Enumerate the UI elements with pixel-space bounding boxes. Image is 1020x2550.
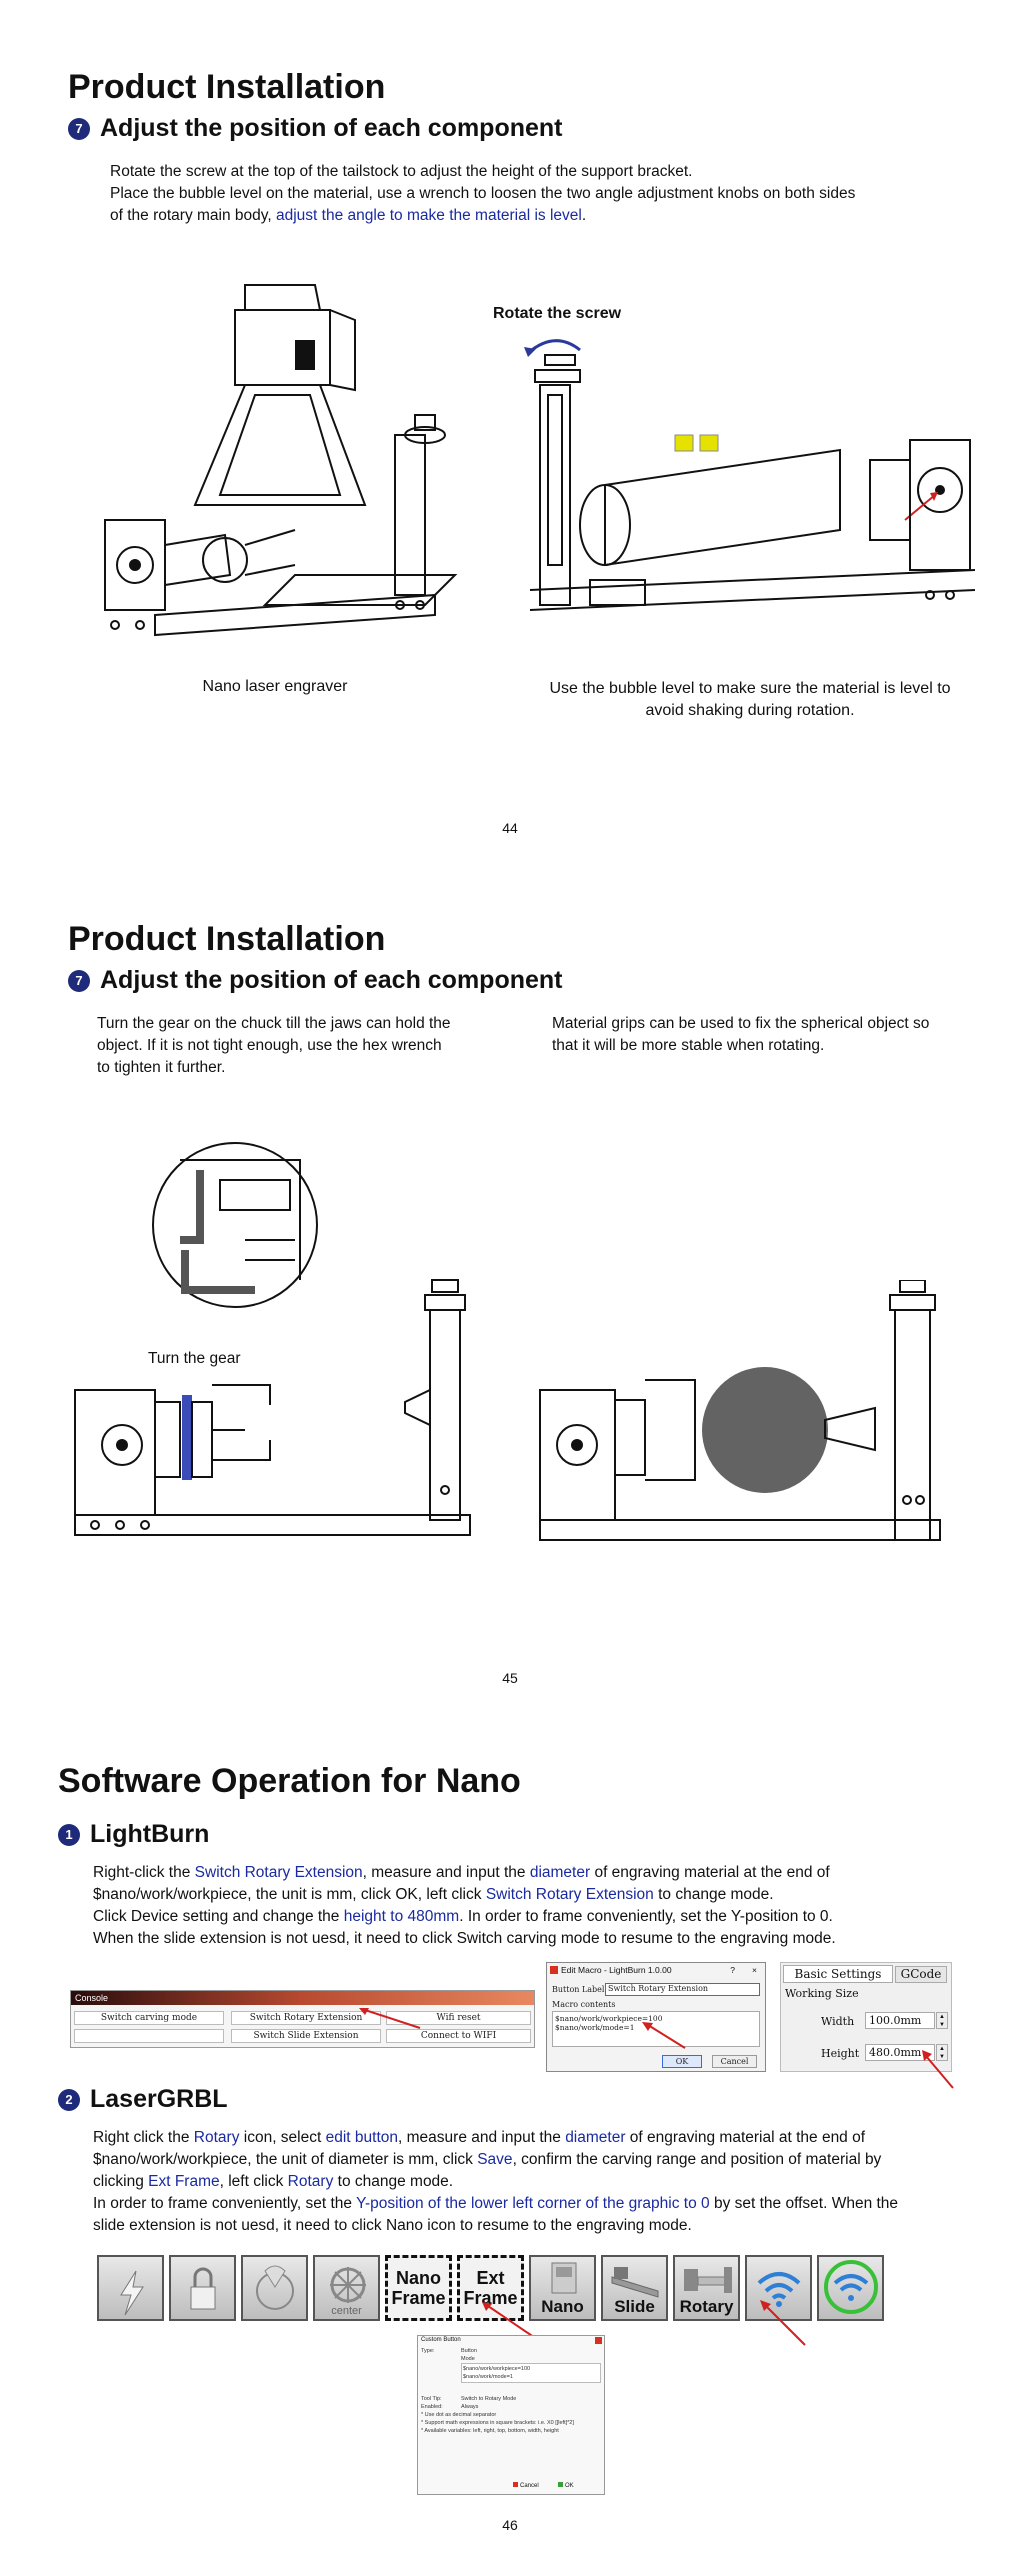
console-panel: Console Switch carving mode Switch Rotar… bbox=[70, 1990, 535, 2048]
globe-button[interactable] bbox=[241, 2255, 308, 2321]
close-icon[interactable] bbox=[595, 2337, 602, 2344]
red-arrow bbox=[359, 2008, 421, 2029]
width-label: Width bbox=[821, 2015, 855, 2028]
height-spinner[interactable]: ▲▼ bbox=[936, 2044, 948, 2061]
custom-button-form: Type:Button Mode $nano/work/workpiece=10… bbox=[418, 2345, 604, 2437]
empty-button[interactable] bbox=[74, 2029, 224, 2043]
section-heading-lasergrbl: 2 LaserGRBL bbox=[58, 2085, 228, 2114]
connect-to-wifi-button[interactable]: Connect to WIFI bbox=[386, 2029, 531, 2043]
globe-icon bbox=[255, 2265, 294, 2310]
page-title: Product Installation bbox=[68, 68, 386, 106]
nano-device-icon bbox=[551, 2262, 577, 2294]
right-instruction: Material grips can be used to fix the sp… bbox=[552, 1015, 930, 1054]
ok-button[interactable]: OK bbox=[662, 2055, 702, 2068]
turn-gear-label: Turn the gear bbox=[148, 1350, 241, 1367]
help-icon[interactable]: ? bbox=[730, 1965, 735, 1975]
macro-contents-textarea[interactable]: $nano/work/workpiece=100 $nano/work/mode… bbox=[552, 2011, 760, 2047]
nano-button[interactable]: Nano bbox=[529, 2255, 596, 2321]
step-heading: 7 Adjust the position of each component bbox=[68, 966, 563, 995]
section-title: LaserGRBL bbox=[90, 2085, 228, 2113]
lock-icon bbox=[190, 2267, 215, 2310]
para-line: Place the bubble level on the material, … bbox=[110, 185, 856, 202]
left-instruction: Turn the gear on the chuck till the jaws… bbox=[97, 1015, 451, 1076]
section-heading-lightburn: 1 LightBurn bbox=[58, 1820, 209, 1849]
nano-engraver-illustration bbox=[104, 284, 458, 637]
section-number-badge: 1 bbox=[58, 1823, 80, 1846]
red-arrow bbox=[642, 2022, 686, 2049]
instruction-paragraph: Rotate the screw at the top of the tails… bbox=[110, 161, 940, 227]
sphere-grip-illustration bbox=[539, 1280, 941, 1541]
slide-button[interactable]: Slide bbox=[601, 2255, 668, 2321]
red-arrow bbox=[922, 2050, 954, 2089]
cancel-button[interactable]: Cancel bbox=[712, 2055, 757, 2068]
para-line: Rotate the screw at the top of the tails… bbox=[110, 163, 693, 180]
edit-macro-dialog: Edit Macro - LightBurn 1.0.00 ? × Button… bbox=[546, 1962, 766, 2072]
console-titlebar: Console bbox=[71, 1991, 534, 2005]
rotary-button[interactable]: Rotary bbox=[673, 2255, 740, 2321]
lightning-icon bbox=[119, 2270, 144, 2316]
macro-contents-caption: Macro contents bbox=[552, 2000, 616, 2009]
step-number-badge: 7 bbox=[68, 117, 90, 140]
wifi-button[interactable] bbox=[745, 2255, 812, 2321]
rotary-level-illustration bbox=[524, 339, 975, 611]
page-number: 46 bbox=[502, 2517, 518, 2533]
wifi-connected-icon bbox=[823, 2260, 878, 2314]
step-number-badge: 7 bbox=[68, 969, 90, 992]
section-number-badge: 2 bbox=[58, 2088, 80, 2111]
center-button[interactable]: center bbox=[313, 2255, 380, 2321]
custom-cancel-button[interactable]: Cancel bbox=[513, 2482, 539, 2489]
dialog-titlebar: Edit Macro - LightBurn 1.0.00 ? × bbox=[547, 1963, 765, 1977]
button-label-input[interactable]: Switch Rotary Extension bbox=[605, 1983, 760, 1996]
switch-slide-extension-button[interactable]: Switch Slide Extension bbox=[231, 2029, 381, 2043]
lasergrbl-instructions: Right click the Rotary icon, select edit… bbox=[93, 2129, 899, 2234]
app-icon bbox=[550, 1966, 558, 1974]
para-line: of the rotary main body, adjust the angl… bbox=[110, 207, 587, 224]
page-number: 45 bbox=[502, 1670, 518, 1686]
lasergrbl-toolbar: center Nano Frame Ext Frame Nano Slide R… bbox=[97, 2255, 923, 2323]
custom-button-dialog: Custom Button Type:Button Mode $nano/wor… bbox=[417, 2335, 605, 2495]
width-input[interactable]: 100.0mm bbox=[865, 2012, 935, 2029]
step-title: Adjust the position of each component bbox=[100, 114, 563, 142]
switch-rotary-extension-button[interactable]: Switch Rotary Extension bbox=[231, 2011, 381, 2025]
height-label: Height bbox=[821, 2047, 860, 2060]
rotate-screw-label: Rotate the screw bbox=[493, 305, 622, 322]
step-heading: 7 Adjust the position of each component bbox=[68, 114, 563, 143]
page-title: Software Operation for Nano bbox=[58, 1762, 521, 1800]
tab-gcode[interactable]: GCode bbox=[895, 1966, 947, 1983]
page-number: 44 bbox=[502, 820, 518, 836]
custom-ok-button[interactable]: OK bbox=[558, 2482, 574, 2489]
wifi-icon bbox=[757, 2272, 800, 2307]
rotary-icon bbox=[684, 2267, 732, 2293]
ext-frame-button[interactable]: Ext Frame bbox=[457, 2255, 524, 2321]
wifi-connect-button[interactable] bbox=[817, 2255, 884, 2321]
button-label-caption: Button Label: bbox=[552, 1985, 608, 1994]
lightning-button[interactable] bbox=[97, 2255, 164, 2321]
section-title: LightBurn bbox=[90, 1820, 210, 1848]
height-input[interactable]: 480.0mm bbox=[865, 2044, 935, 2061]
tab-basic-settings[interactable]: Basic Settings bbox=[783, 1965, 893, 1983]
chuck-gear-illustration bbox=[74, 1142, 471, 1536]
step-title: Adjust the position of each component bbox=[100, 966, 563, 994]
slide-icon bbox=[611, 2267, 659, 2298]
highlight-text: adjust the angle to make the material is… bbox=[276, 207, 582, 224]
lightburn-instructions: Right-click the Switch Rotary Extension,… bbox=[93, 1864, 836, 1947]
page-title: Product Installation bbox=[68, 920, 386, 958]
switch-carving-mode-button[interactable]: Switch carving mode bbox=[74, 2011, 224, 2025]
nano-frame-button[interactable]: Nano Frame bbox=[385, 2255, 452, 2321]
dialog-titlebar: Custom Button bbox=[418, 2336, 604, 2345]
working-size-label: Working Size bbox=[785, 1987, 859, 2000]
caption-left: Nano laser engraver bbox=[202, 678, 348, 695]
lock-button[interactable] bbox=[169, 2255, 236, 2321]
wheel-icon bbox=[330, 2267, 366, 2303]
caption-right: Use the bubble level to make sure the ma… bbox=[549, 680, 951, 719]
width-spinner[interactable]: ▲▼ bbox=[936, 2012, 948, 2029]
close-icon[interactable]: × bbox=[752, 1965, 757, 1975]
wifi-reset-button[interactable]: Wifi reset bbox=[386, 2011, 531, 2025]
